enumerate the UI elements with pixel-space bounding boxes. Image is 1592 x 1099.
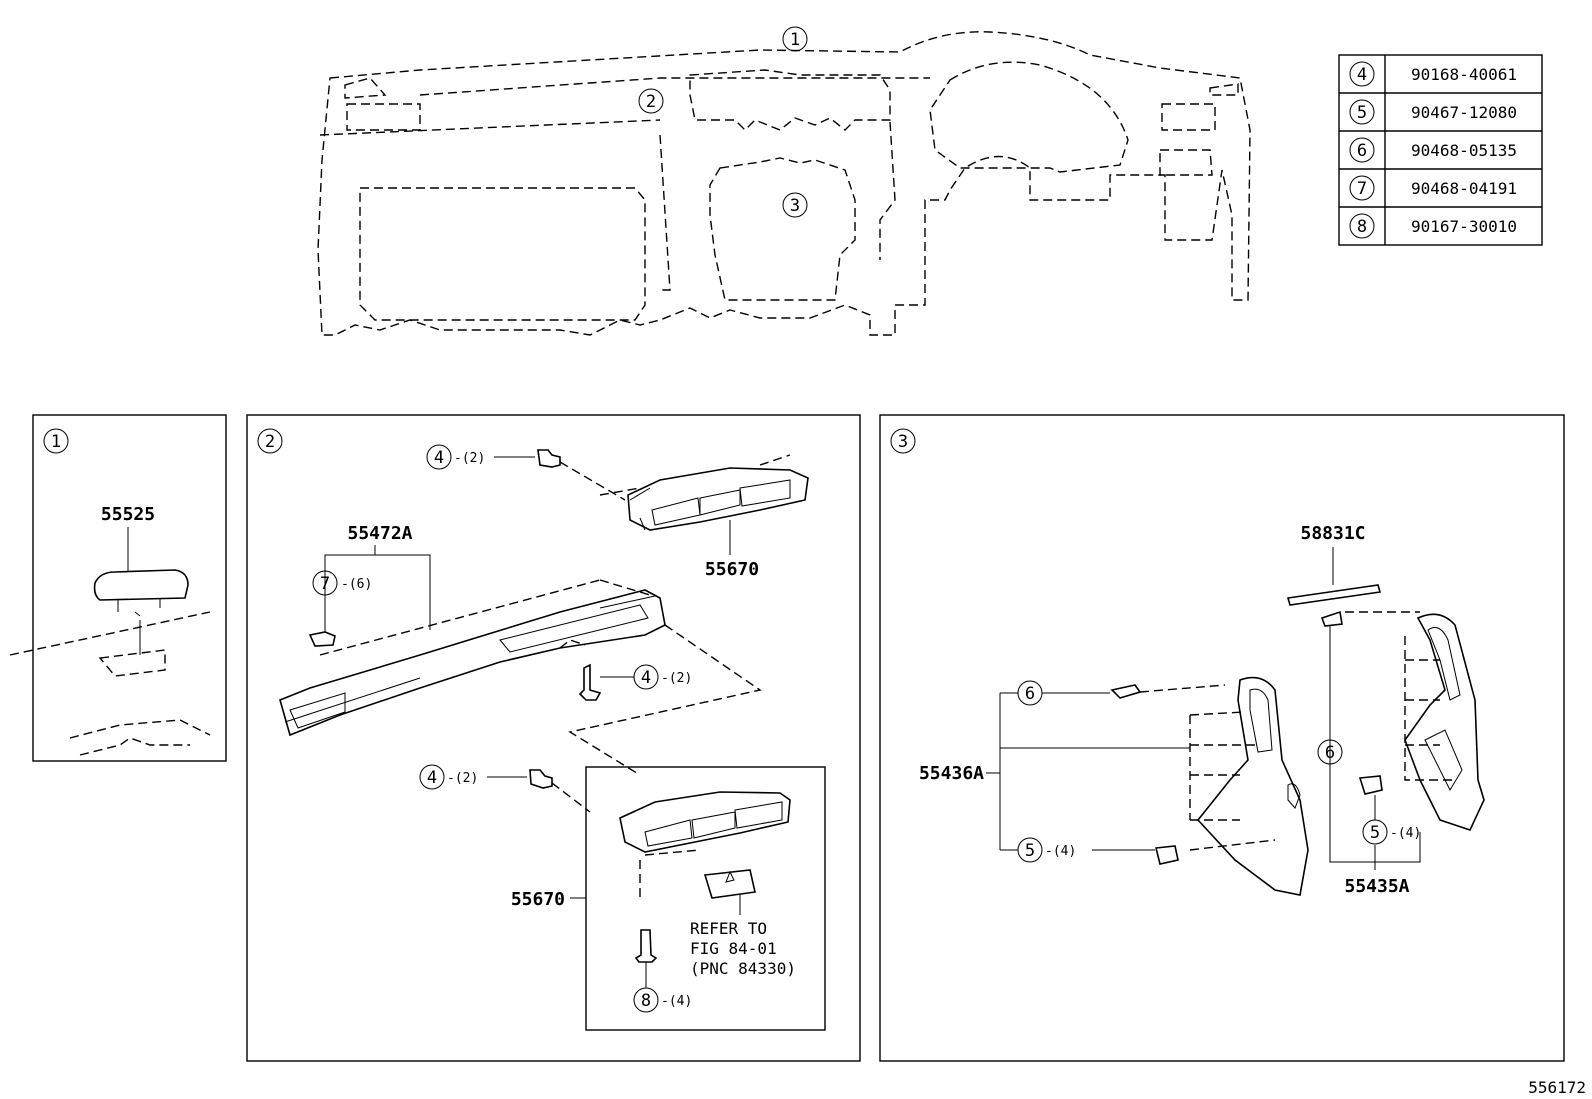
row-part-number: 90468-04191 [1411,179,1517,198]
row-key: 5 [1357,103,1367,123]
row-part-number: 90167-30010 [1411,217,1517,236]
parts-table-row[interactable]: 6 90468-05135 [1349,137,1517,163]
svg-text:6: 6 [1025,684,1035,704]
row-key: 8 [1357,217,1367,237]
refer-line-1[interactable]: REFER TO [690,919,767,938]
callout-screw-8[interactable]: 8 -(4) [633,987,692,1013]
callout-clip-6-right[interactable]: 6 [1317,739,1343,765]
refer-line-3[interactable]: (PNC 84330) [690,959,796,978]
panel-2-index: 2 [257,428,283,454]
part-label-55472A[interactable]: 55472A [347,523,412,544]
panel-2-frame [246,414,861,1062]
svg-text:7: 7 [320,574,330,594]
trim-55435A [1404,613,1485,831]
callout-clip-7[interactable]: 7 -(6) [312,570,372,596]
part-label-55525[interactable]: 55525 [101,504,155,525]
svg-text:-(2): -(2) [661,671,692,686]
module-icon [703,869,756,899]
overview-callout-1[interactable]: 1 [782,26,808,52]
part-label-55670-lower[interactable]: 55670 [511,889,565,910]
svg-text:4: 4 [427,768,437,788]
parts-table-row[interactable]: 7 90468-04191 [1349,175,1517,201]
svg-text:5: 5 [1370,823,1380,843]
callout-bolt-4-top[interactable]: 4 -(2) [426,444,485,470]
svg-text:-(6): -(6) [341,577,372,592]
callout-bolt-4-mid[interactable]: 4 -(2) [633,664,692,690]
refer-line-2[interactable]: FIG 84-01 [690,939,777,958]
parts-table-row[interactable]: 5 90467-12080 [1349,99,1517,125]
lower-vent-55670 [619,791,791,853]
bolt-icon [578,663,602,701]
svg-text:6: 6 [1325,743,1335,763]
panel-1-index: 1 [43,428,69,454]
overview-callout-2[interactable]: 2 [638,88,664,114]
parts-table-row[interactable]: 4 90168-40061 [1349,61,1517,87]
row-key-circle [1349,175,1375,201]
row-key-circle [1349,213,1375,239]
clip-icon [1320,610,1343,627]
svg-text:4: 4 [641,668,651,688]
svg-text:3: 3 [898,432,908,452]
bolt-icon [529,769,553,789]
part-label-55670-upper[interactable]: 55670 [705,559,759,580]
row-key: 6 [1357,141,1367,161]
row-key: 7 [1357,179,1367,199]
svg-text:1: 1 [790,30,800,50]
svg-text:-(2): -(2) [454,451,485,466]
row-part-number: 90467-12080 [1411,103,1517,122]
svg-text:-(4): -(4) [1045,844,1076,859]
part-label-55435A[interactable]: 55435A [1344,876,1409,897]
trim-55436A [1196,676,1309,896]
row-key-circle [1349,137,1375,163]
strip-58831C [1286,584,1382,606]
bolt-icon [537,449,561,468]
row-part-number: 90168-40061 [1411,65,1517,84]
row-key-circle [1349,99,1375,125]
callout-clip-5-left[interactable]: 5 -(4) [1017,837,1076,863]
parts-table-row[interactable]: 8 90167-30010 [1349,213,1517,239]
svg-text:2: 2 [265,432,275,452]
clip-icon [308,631,336,647]
svg-text:2: 2 [646,92,656,112]
panel-3-index: 3 [890,428,916,454]
clip-icon [1110,684,1142,699]
overview-callout-3[interactable]: 3 [782,192,808,218]
part-label-55436A[interactable]: 55436A [919,763,984,784]
svg-text:-(4): -(4) [661,994,692,1009]
svg-text:8: 8 [641,991,651,1011]
callout-bolt-4-low[interactable]: 4 -(2) [419,764,478,790]
svg-text:-(2): -(2) [447,771,478,786]
parts-number-table [1338,54,1543,246]
dashboard-overview [317,31,1251,336]
panel-trim-55472A [279,589,666,737]
svg-text:5: 5 [1025,841,1035,861]
svg-text:3: 3 [790,196,800,216]
upper-vent-55670 [627,467,809,531]
panel-1-frame [32,414,227,762]
row-key: 4 [1357,65,1367,85]
row-part-number: 90468-05135 [1411,141,1517,160]
part-label-58831C[interactable]: 58831C [1300,523,1365,544]
callout-clip-6-left[interactable]: 6 [1017,680,1043,706]
diagram-id: 556172 [1528,1078,1586,1097]
clip-icon [1155,845,1179,865]
clip-icon [1358,775,1383,795]
cap-55525 [93,569,189,601]
row-key-circle [1349,61,1375,87]
svg-text:-(4): -(4) [1390,826,1421,841]
screw-icon [634,929,658,963]
svg-text:4: 4 [434,448,444,468]
panel-3-frame [879,414,1565,1062]
callout-clip-5-right[interactable]: 5 -(4) [1362,819,1421,845]
svg-text:1: 1 [51,432,61,452]
